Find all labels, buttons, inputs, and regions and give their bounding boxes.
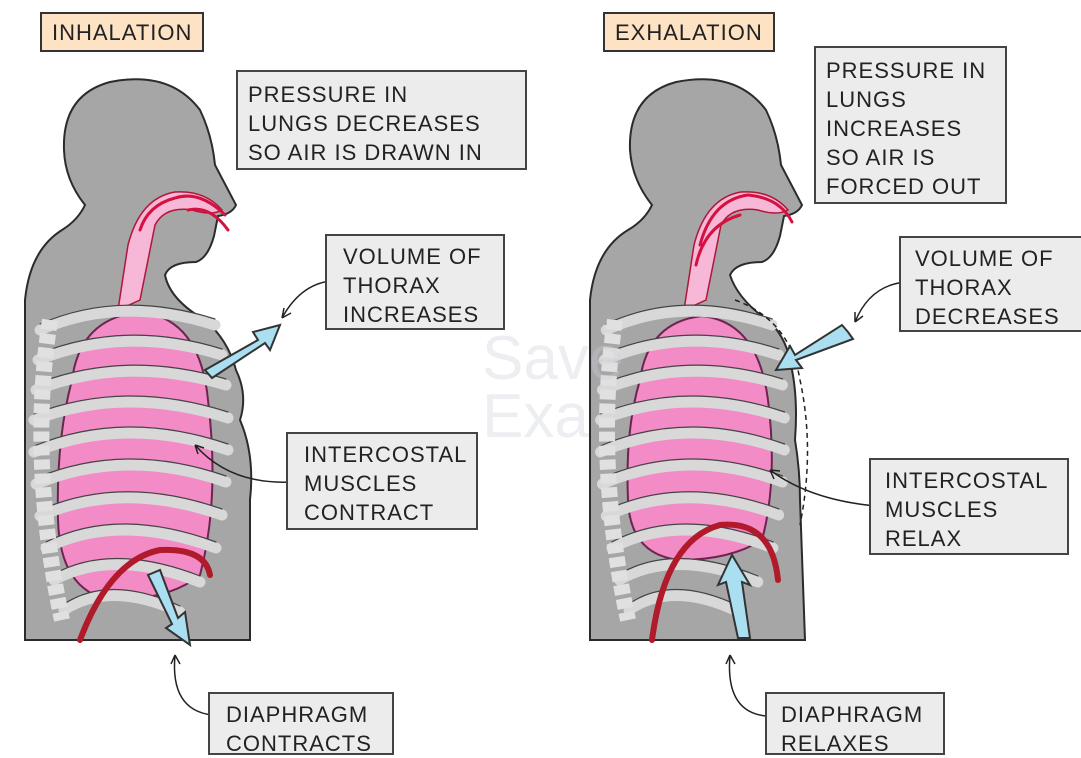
diaphragm-label-box: DIAPHRAGM RELAXES <box>765 692 945 755</box>
volume-label-line: VOLUME OF <box>343 242 503 271</box>
pressure-label-box: PRESSURE IN LUNGS DECREASES SO AIR IS DR… <box>236 70 527 170</box>
volume-label-line: THORAX <box>343 271 503 300</box>
diaphragm-pointer <box>726 655 766 716</box>
watermark-line: Save <box>482 330 623 388</box>
volume-label-line: INCREASES <box>343 300 503 329</box>
exhalation-title: EXHALATION <box>603 12 775 52</box>
diaphragm-label-line: DIAPHRAGM <box>781 700 943 729</box>
watermark: Save Exa <box>482 330 623 446</box>
inhalation-figure <box>25 79 330 715</box>
intercostal-label-line: MUSCLES <box>885 495 1067 524</box>
pressure-label-box: PRESSURE IN LUNGS INCREASES SO AIR IS FO… <box>814 46 1007 204</box>
intercostal-label-box: INTERCOSTAL MUSCLES CONTRACT <box>286 432 478 530</box>
diaphragm-label-line: CONTRACTS <box>226 729 392 758</box>
volume-label-line: VOLUME OF <box>915 244 1081 273</box>
diaphragm-pointer <box>171 655 212 715</box>
volume-label-line: DECREASES <box>915 302 1081 331</box>
volume-arrow <box>776 325 853 370</box>
intercostal-label-line: CONTRACT <box>304 498 476 527</box>
diaphragm-label-line: RELAXES <box>781 729 943 758</box>
volume-label-box: VOLUME OF THORAX DECREASES <box>899 236 1081 332</box>
volume-pointer <box>282 281 330 318</box>
pressure-label-line: LUNGS <box>826 85 1005 114</box>
pressure-label-line: PRESSURE IN <box>826 56 1005 85</box>
intercostal-label-line: INTERCOSTAL <box>885 466 1067 495</box>
intercostal-label-line: RELAX <box>885 524 1067 553</box>
pressure-label-line: INCREASES <box>826 114 1005 143</box>
pressure-label-line: PRESSURE IN <box>248 80 525 109</box>
pressure-label-line: SO AIR IS <box>826 143 1005 172</box>
diaphragm-label-box: DIAPHRAGM CONTRACTS <box>208 692 394 755</box>
volume-label-line: THORAX <box>915 273 1081 302</box>
intercostal-label-line: INTERCOSTAL <box>304 440 476 469</box>
pressure-label-line: SO AIR IS DRAWN IN <box>248 138 525 167</box>
diaphragm-label-line: DIAPHRAGM <box>226 700 392 729</box>
inhalation-title: INHALATION <box>40 12 204 52</box>
watermark-line: Exa <box>482 388 623 446</box>
pressure-label-line: LUNGS DECREASES <box>248 109 525 138</box>
intercostal-label-line: MUSCLES <box>304 469 476 498</box>
volume-label-box: VOLUME OF THORAX INCREASES <box>325 234 505 330</box>
intercostal-label-box: INTERCOSTAL MUSCLES RELAX <box>869 458 1069 555</box>
pressure-label-line: FORCED OUT <box>826 172 1005 201</box>
